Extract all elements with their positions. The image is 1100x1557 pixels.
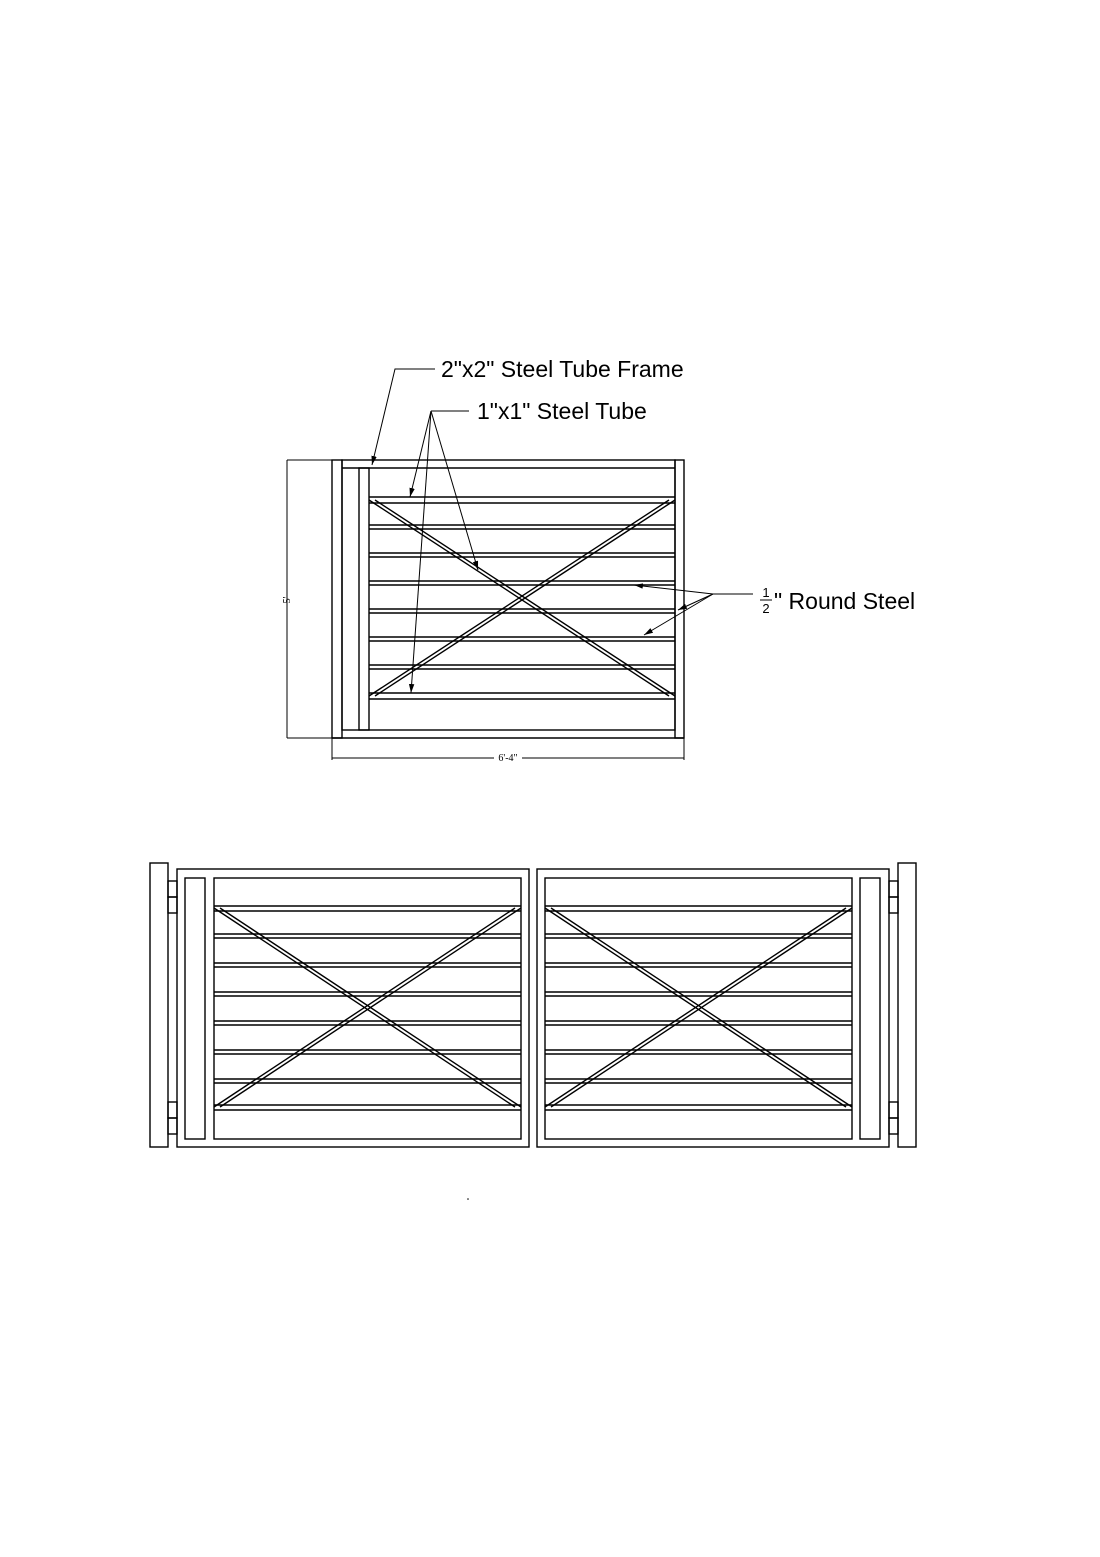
label-round-steel: " Round Steel [774,588,915,614]
label-steel-tube: 1"x1" Steel Tube [477,398,647,424]
round-steel-bars [369,524,675,670]
stray-dot [467,1198,469,1200]
gate-post [331,459,343,739]
callout-round-steel: 1 2 " Round Steel [633,583,915,636]
width-dimension-label: 6'-4" [498,753,517,764]
outer-frame [341,459,676,731]
callout-tube: 1"x1" Steel Tube [408,398,647,694]
label-steel-tube-frame: 2"x2" Steel Tube Frame [441,356,684,382]
double-gate-elevation [149,862,917,1200]
fraction-numerator: 1 [762,585,769,600]
hinge-icon [167,880,899,1135]
right-gate-leaf [536,868,890,1148]
fraction-denominator: 2 [762,601,769,616]
hinge-stile [358,467,370,731]
x-brace [368,499,676,697]
left-post [149,862,169,1148]
latch-post [674,459,685,739]
left-gate-leaf [176,868,530,1148]
right-post [897,862,917,1148]
callout-frame: 2"x2" Steel Tube Frame [371,356,684,466]
single-gate-elevation: 5' 6'-4" [282,356,915,764]
height-dimension-label: 5' [282,596,293,603]
